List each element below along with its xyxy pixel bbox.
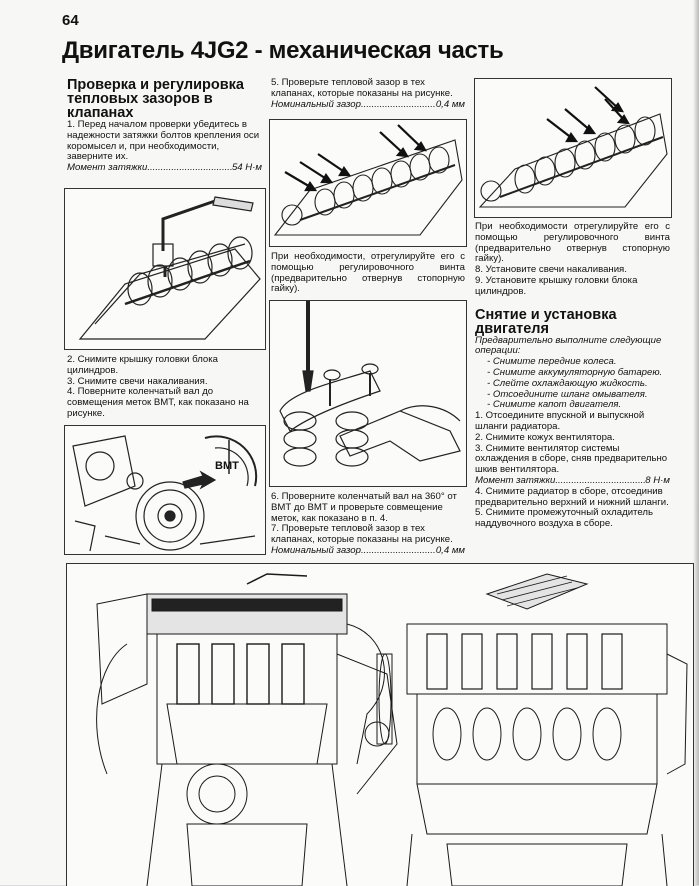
middle-step-5: 5. Проверьте тепловой зазор в тех клапан… (271, 77, 453, 99)
figure-valves-step7 (474, 78, 672, 218)
page-title: Двигатель 4JG2 - механическая часть (62, 37, 504, 64)
removal-step-3: 3. Снимите вентилятор системы охлаждения… (475, 442, 668, 476)
middle-step-6: 6. Проверните коленчатый вал на 360° от … (271, 491, 457, 524)
figure-torque-wrench (64, 188, 266, 350)
nominal-clearance-spec: Номинальный зазор 0,4 мм (271, 98, 465, 111)
middle-caption-1: При необходимости, отрегулируйте его с п… (271, 251, 465, 295)
crankshaft-pulley-illustration (72, 435, 258, 552)
figure-valves-step5 (269, 119, 467, 247)
removal-step-1: 1. Отсоедините впускной и выпускной шлан… (475, 410, 645, 432)
nominal-clearance-value-2: 0,4 мм (435, 544, 465, 556)
removal-step-5: 5. Снимите промежуточный охладитель надд… (475, 507, 653, 530)
middle-caption-text: При необходимости, отрегулируйте его с п… (271, 251, 465, 295)
prelim-operations-intro: Предварительно выполните следующие опера… (475, 334, 662, 357)
right-column: При необходимости отрегулируйте его с по… (475, 221, 670, 530)
figure-adjust-screw (269, 300, 467, 487)
middle-step-7: 7. Проверьте тепловой зазор в тех клапан… (271, 523, 453, 546)
prelim-op-4: - Отсоедините шланг омывателя. (487, 388, 648, 400)
nominal-clearance-label: Номинальный зазор (271, 98, 361, 110)
left-step-3: 3. Снимите свечи накаливания. (67, 375, 208, 387)
middle-column-top: 5. Проверьте тепловой зазор в тех клапан… (271, 77, 465, 111)
left-step-2: 2. Снимите крышку головки блока цилиндро… (67, 354, 219, 376)
nominal-clearance-value: 0,4 мм (435, 98, 465, 110)
torque-label: Момент затяжки (67, 162, 148, 174)
right-step-8: 8. Установите свечи накаливания. (475, 264, 627, 276)
section-heading-engine-removal: Снятие и установка двигателя (475, 306, 617, 337)
left-torque-spec: Момент затяжки 54 Н·м (67, 162, 262, 174)
left-column-top: Проверка и регулировка тепловых зазоров … (67, 78, 262, 174)
nominal-clearance-spec-2: Номинальный зазор 0,4 мм (271, 544, 465, 557)
page-edge-shadow (693, 0, 699, 885)
prelim-op-1: - Снимите передние колеса. (487, 356, 617, 368)
prelim-op-3: - Слейте охлаждающую жидкость. (487, 377, 648, 389)
right-step-9: 9. Установите крышку головки блока цилин… (475, 274, 638, 297)
left-step-1: 1. Перед началом проверки убедитесь в на… (67, 119, 260, 163)
prelim-op-2: - Снимите аккумуляторную батарею. (487, 366, 663, 378)
right-torque-label: Момент затяжки (475, 474, 556, 486)
adjusting-screw-illustration (279, 301, 461, 467)
section-heading-valve-clearance: Проверка и регулировка тепловых зазоров … (67, 77, 244, 121)
removal-step-2: 2. Снимите кожух вентилятора. (475, 431, 615, 443)
tdc-mark-label: ВМТ (215, 460, 239, 472)
dot-leader (361, 100, 436, 111)
middle-column-bottom: 6. Проверните коленчатый вал на 360° от … (271, 491, 465, 557)
figure-crankshaft-tdc: ВМТ (64, 425, 266, 555)
figure-engine-cutaway (66, 563, 694, 886)
nominal-clearance-label-2: Номинальный зазор (271, 544, 361, 556)
right-torque-spec: Момент затяжки 8 Н·м (475, 474, 670, 487)
torque-value: 54 Н·м (231, 162, 262, 174)
right-torque-value: 8 Н·м (645, 474, 670, 486)
prelim-op-5: - Снимите капот двигателя. (487, 399, 622, 411)
valve-rocker-arrows-illustration-2 (478, 86, 668, 208)
torque-wrench-illustration (78, 196, 261, 340)
engine-cutaway-illustration (96, 573, 688, 886)
valve-rocker-arrows-illustration (273, 124, 463, 236)
left-step-4: 4. Поверните коленчатый вал до совмещени… (67, 386, 249, 419)
left-column-mid: 2. Снимите крышку головки блока цилиндро… (67, 354, 262, 420)
removal-step-4: 4. Снимите радиатор в сборе, отсоединив … (475, 485, 669, 508)
dot-leader (361, 546, 436, 557)
dot-leader (147, 163, 232, 174)
right-caption: При необходимости отрегулируйте его с по… (475, 221, 670, 265)
page-number: 64 (62, 12, 79, 29)
